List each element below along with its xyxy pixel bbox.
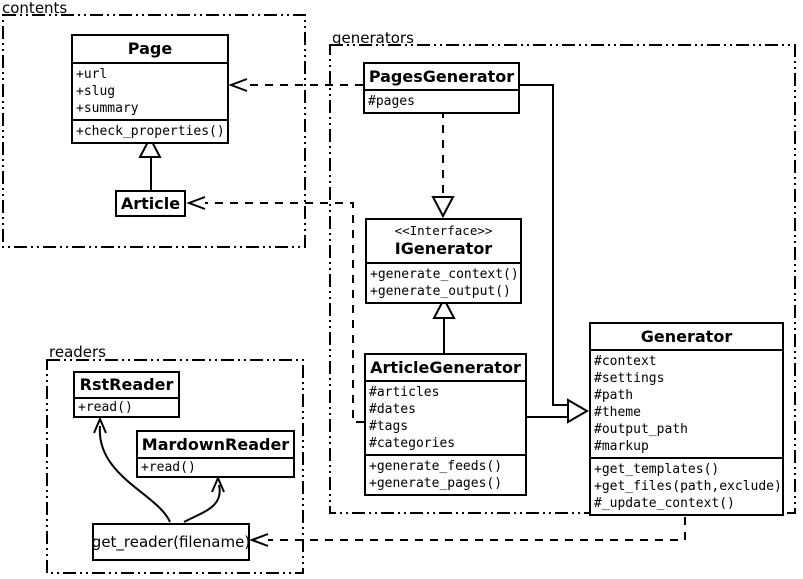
attribute: +url xyxy=(76,67,108,82)
class-generator-name: Generator xyxy=(640,327,733,346)
open-arrowhead-icon xyxy=(249,533,269,547)
attribute: #path xyxy=(594,388,634,403)
class-generator: Generator #context #settings #path #them… xyxy=(589,322,784,516)
class-article: Article xyxy=(115,190,186,217)
method: +get_templates() xyxy=(594,462,720,477)
class-articlegenerator: ArticleGenerator #articles #dates #tags … xyxy=(364,353,527,496)
hollow-triangle-icon xyxy=(138,135,162,158)
class-generator-attributes: #context #settings #path #theme #output_… xyxy=(591,349,782,457)
method: +generate_feeds() xyxy=(369,459,503,474)
attribute: #theme xyxy=(594,405,641,420)
open-arrowhead-icon xyxy=(228,78,248,92)
class-rstreader-name: RstReader xyxy=(79,375,174,394)
open-arrowhead-icon xyxy=(211,475,225,493)
method: +generate_pages() xyxy=(369,476,503,491)
class-mardownreader: MardownReader +read() xyxy=(136,430,295,478)
package-border-readers xyxy=(46,359,304,574)
class-mardownreader-methods: +read() xyxy=(138,457,293,476)
package-border-generators xyxy=(329,44,796,514)
class-igenerator-stereotype: <<Interface>> xyxy=(394,223,493,238)
attribute: #context xyxy=(594,354,657,369)
class-igenerator-name: IGenerator xyxy=(394,239,493,258)
call-getreader-rstreader xyxy=(98,425,171,523)
method: +check_properties() xyxy=(76,124,225,139)
attribute: #settings xyxy=(594,371,665,386)
attribute: +summary xyxy=(76,101,139,116)
class-rstreader: RstReader +read() xyxy=(73,371,180,418)
method: +generate_output() xyxy=(370,284,511,299)
attribute: #tags xyxy=(369,419,409,434)
open-arrowhead-icon xyxy=(93,416,107,434)
package-label-generators: generators xyxy=(332,29,414,47)
inheritance-pagesgenerator-generator xyxy=(520,84,568,406)
attribute: #articles xyxy=(369,385,440,400)
hollow-triangle-icon xyxy=(432,296,456,319)
class-article-name: Article xyxy=(120,194,181,213)
method: #_update_context() xyxy=(594,496,735,511)
class-pagesgenerator-name: PagesGenerator xyxy=(368,67,515,86)
function-get-reader: get_reader(filename) xyxy=(92,523,250,561)
class-articlegenerator-name: ArticleGenerator xyxy=(370,358,521,377)
method: +read() xyxy=(141,460,196,475)
method: +generate_context() xyxy=(370,267,519,282)
class-articlegenerator-methods: +generate_feeds() +generate_pages() xyxy=(366,454,525,494)
package-border-contents xyxy=(2,14,306,248)
class-pagesgenerator: PagesGenerator #pages xyxy=(363,62,520,114)
attribute: #categories xyxy=(369,436,456,451)
class-page: Page +url +slug +summary +check_properti… xyxy=(71,34,229,144)
class-articlegenerator-attributes: #articles #dates #tags #categories xyxy=(366,380,525,454)
package-label-readers: readers xyxy=(49,343,106,361)
class-pagesgenerator-attributes: #pages xyxy=(365,89,518,112)
call-getreader-mardownreader xyxy=(183,484,221,523)
class-page-methods: +check_properties() xyxy=(73,119,227,142)
attribute: +slug xyxy=(76,84,116,99)
attribute: #markup xyxy=(594,439,649,454)
class-rstreader-methods: +read() xyxy=(75,397,178,416)
dependency-articlegenerator-article xyxy=(205,202,364,423)
attribute: #dates xyxy=(369,402,416,417)
attribute: #output_path xyxy=(594,422,688,437)
attribute: #pages xyxy=(368,94,415,109)
method: +read() xyxy=(78,400,133,415)
class-generator-methods: +get_templates() +get_files(path,exclude… xyxy=(591,457,782,514)
class-mardownreader-name: MardownReader xyxy=(141,435,290,454)
package-label-contents: contents xyxy=(2,0,68,17)
open-arrowhead-icon xyxy=(186,196,206,210)
method: +get_files(path,exclude) xyxy=(594,479,782,494)
class-igenerator: <<Interface>> IGenerator +generate_conte… xyxy=(365,218,522,304)
hollow-triangle-icon xyxy=(431,196,455,219)
hollow-triangle-icon xyxy=(567,398,589,424)
class-page-name: Page xyxy=(127,39,173,58)
class-igenerator-methods: +generate_context() +generate_output() xyxy=(367,262,520,302)
class-page-attributes: +url +slug +summary xyxy=(73,62,227,119)
dependency-generator-getreader xyxy=(268,502,686,541)
